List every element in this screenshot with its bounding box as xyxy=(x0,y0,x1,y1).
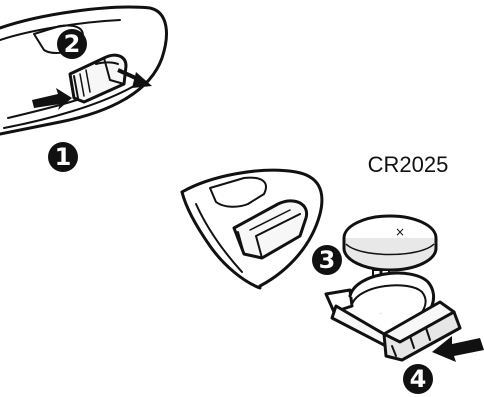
coin-battery: × xyxy=(344,216,436,270)
svg-text:2: 2 xyxy=(64,30,81,58)
remote-top-illustration xyxy=(0,7,166,134)
step-badge-4: 4 xyxy=(403,364,433,394)
step-badge-2: 2 xyxy=(57,29,87,59)
remote-bottom-illustration xyxy=(182,170,322,288)
battery-mark: × xyxy=(395,225,405,239)
step-badge-1: 1 xyxy=(48,142,78,172)
svg-text:4: 4 xyxy=(410,365,427,393)
svg-text:1: 1 xyxy=(55,143,72,171)
svg-text:3: 3 xyxy=(319,246,336,274)
step-badge-3: 3 xyxy=(312,245,342,275)
battery-label: CR2025 xyxy=(368,152,449,177)
